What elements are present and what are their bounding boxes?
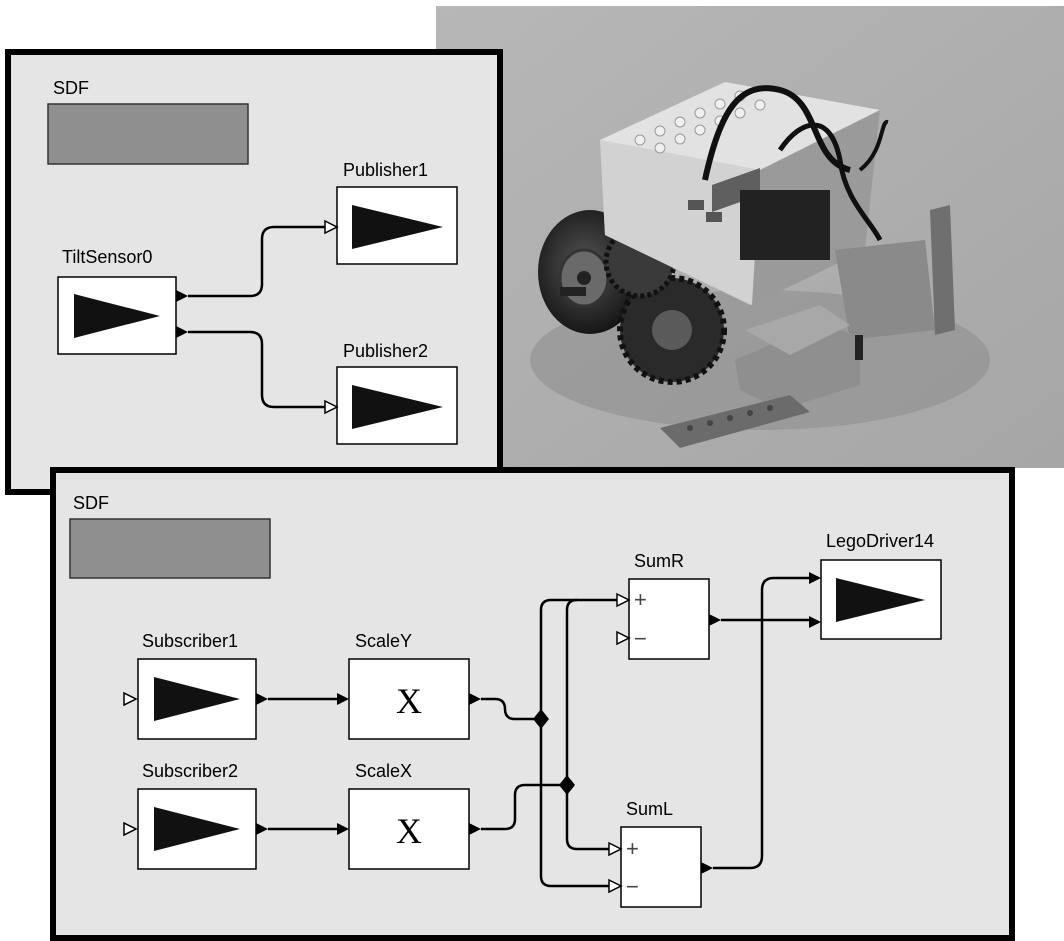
scaley-actor[interactable]: X <box>337 658 481 740</box>
ramp-icon <box>352 385 443 429</box>
legodriver14-label: LegoDriver14 <box>826 531 934 551</box>
publisher2-label: Publisher2 <box>343 341 428 361</box>
ramp-icon <box>154 807 240 851</box>
subscriber1-label: Subscriber1 <box>142 631 238 651</box>
minus-input-port[interactable] <box>616 630 631 646</box>
relation-vertex[interactable] <box>559 775 575 795</box>
input-port[interactable] <box>337 693 349 705</box>
sdf-director-block[interactable] <box>69 518 271 579</box>
minus-sign: − <box>626 874 639 899</box>
output-port[interactable] <box>176 290 188 302</box>
plus-sign: + <box>634 587 647 612</box>
output-port[interactable] <box>469 693 481 705</box>
connection-wires <box>188 225 325 409</box>
ramp-icon <box>836 578 925 622</box>
minus-sign: − <box>634 626 647 651</box>
tiltsensor0-actor[interactable] <box>57 276 188 355</box>
multiply-symbol: X <box>396 811 422 851</box>
output-port[interactable] <box>256 693 268 705</box>
input-port[interactable] <box>123 821 138 837</box>
output-port[interactable] <box>701 862 713 874</box>
sumr-label: SumR <box>634 551 684 571</box>
sdf-director-label: SDF <box>53 78 89 98</box>
subscriber1-actor[interactable] <box>123 658 268 740</box>
input-port[interactable] <box>123 691 138 707</box>
relation-vertex[interactable] <box>533 709 549 729</box>
suml-actor[interactable]: + − <box>608 826 713 908</box>
scalex-label: ScaleX <box>355 761 412 781</box>
ramp-icon <box>154 677 240 721</box>
sdf-director-label: SDF <box>73 493 109 513</box>
input-port[interactable] <box>337 823 349 835</box>
ramp-icon <box>352 205 443 249</box>
ramp-icon <box>74 294 160 338</box>
tiltsensor0-label: TiltSensor0 <box>62 247 152 267</box>
output-port[interactable] <box>256 823 268 835</box>
scaley-label: ScaleY <box>355 631 412 651</box>
sumr-actor[interactable]: + − <box>616 578 721 660</box>
sdf-director-block[interactable] <box>47 103 249 165</box>
input-port[interactable] <box>809 572 821 584</box>
scalex-actor[interactable]: X <box>337 788 481 870</box>
suml-label: SumL <box>626 799 673 819</box>
multiply-symbol: X <box>396 681 422 721</box>
publisher1-label: Publisher1 <box>343 160 428 180</box>
subscriber2-label: Subscriber2 <box>142 761 238 781</box>
legodriver14-actor[interactable] <box>809 559 942 640</box>
publisher1-actor[interactable] <box>324 186 458 265</box>
plus-sign: + <box>626 836 639 861</box>
publisher2-actor[interactable] <box>324 366 458 445</box>
connection-wires <box>268 576 809 888</box>
output-port[interactable] <box>709 614 721 626</box>
input-port[interactable] <box>809 616 821 628</box>
output-port[interactable] <box>176 326 188 338</box>
subscriber2-actor[interactable] <box>123 788 268 870</box>
output-port[interactable] <box>469 823 481 835</box>
